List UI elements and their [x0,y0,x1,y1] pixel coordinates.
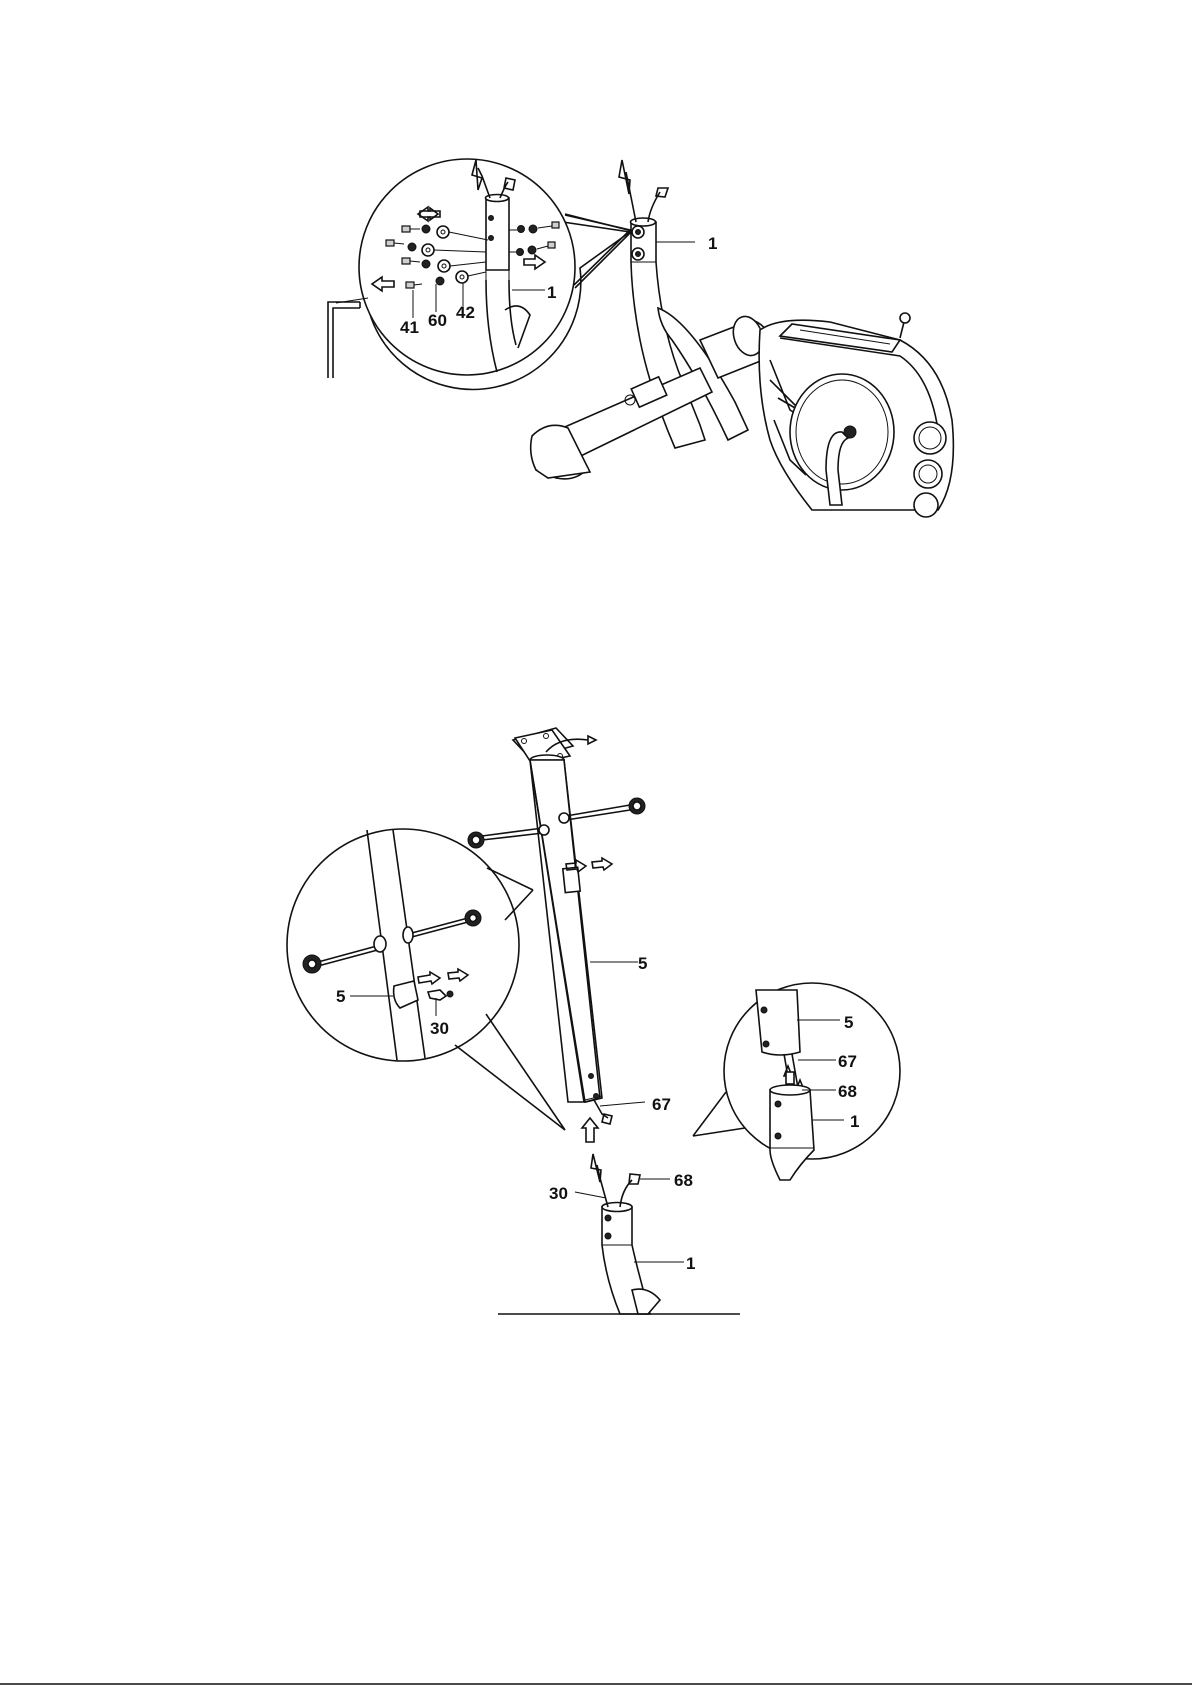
step-2-diagram: 5 67 68 30 1 [287,728,900,1314]
callout-67: 67 [652,1095,671,1114]
callout-1: 1 [686,1254,695,1273]
callout-68-right-detail: 68 [838,1082,857,1101]
step-1-detail-magnifier: 41 60 42 1 [359,159,632,389]
main-frame-lower: 68 30 1 [549,1154,695,1314]
callout-5-detail: 5 [336,987,345,1006]
callout-68: 68 [674,1171,693,1190]
callout-1-detail: 1 [547,283,556,302]
callout-1-frame: 1 [708,234,717,253]
callout-42: 42 [456,303,475,322]
callout-60: 60 [428,311,447,330]
callout-5: 5 [638,954,647,973]
callout-41: 41 [400,318,419,337]
allen-key [328,298,368,378]
bike-frame: 1 [531,160,954,517]
callout-67-right-detail: 67 [838,1052,857,1071]
callout-30-detail: 30 [430,1019,449,1038]
callout-30: 30 [549,1184,568,1203]
step-1-diagram: 41 60 42 1 1 [328,159,953,517]
callout-5-right-detail: 5 [844,1013,853,1032]
callout-1-right-detail: 1 [850,1112,859,1131]
step-2-detail-right: 5 67 68 1 [693,983,900,1180]
step-2-detail-left: 5 30 [287,829,565,1130]
